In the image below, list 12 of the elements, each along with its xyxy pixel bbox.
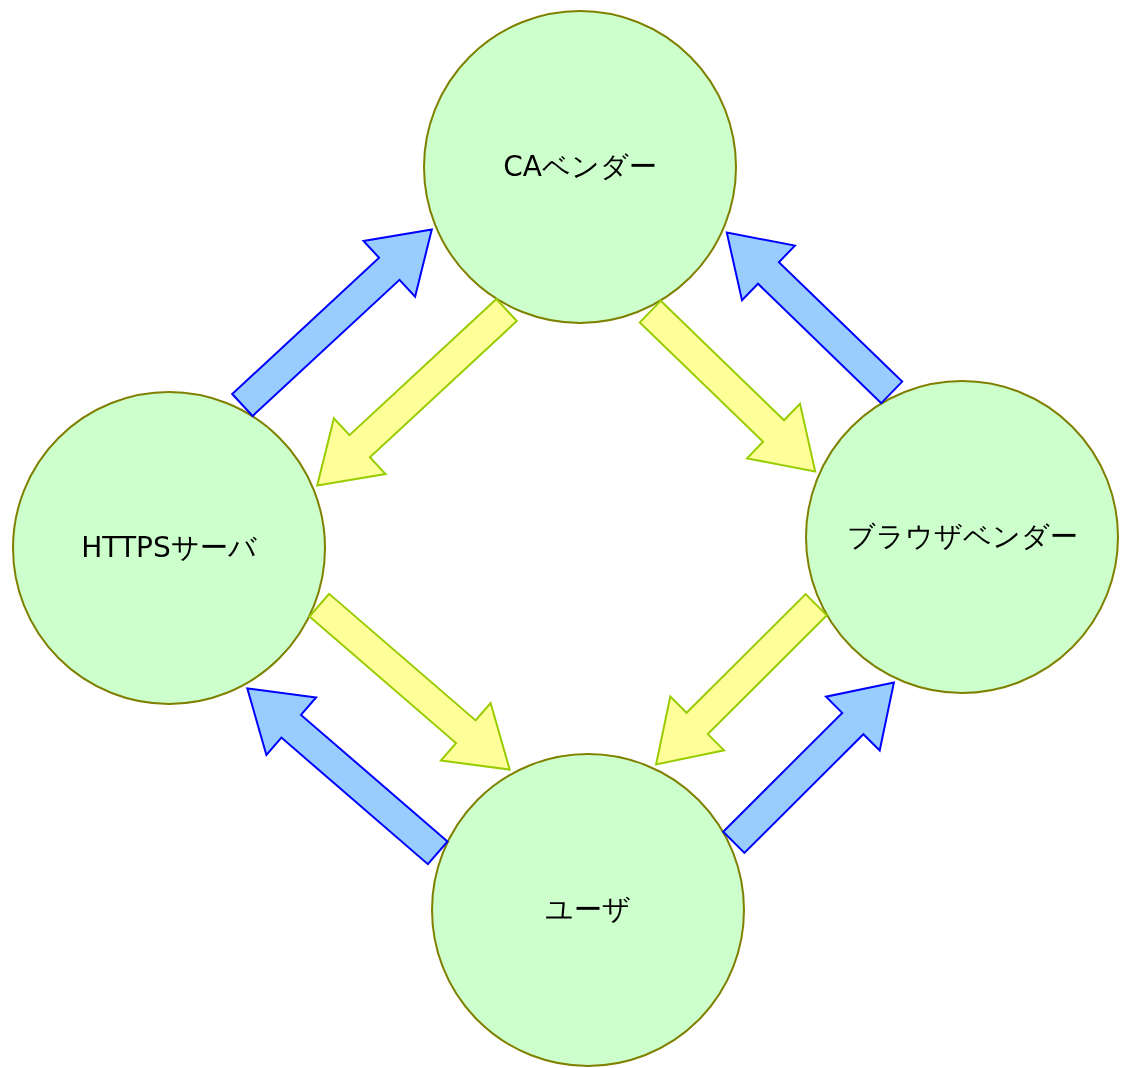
node-label: CAベンダー [503, 149, 657, 185]
block-arrow [245, 687, 449, 866]
node-label: ブラウザベンダー [846, 519, 1078, 555]
block-arrow [654, 592, 829, 766]
block-arrow [230, 228, 434, 418]
block-arrow [721, 681, 896, 855]
node-label: HTTPSサーバ [81, 530, 257, 566]
block-arrow [315, 297, 519, 487]
block-arrow [638, 299, 817, 473]
node-label: ユーザ [545, 892, 631, 928]
block-arrow [308, 592, 512, 771]
block-arrow [725, 231, 904, 405]
